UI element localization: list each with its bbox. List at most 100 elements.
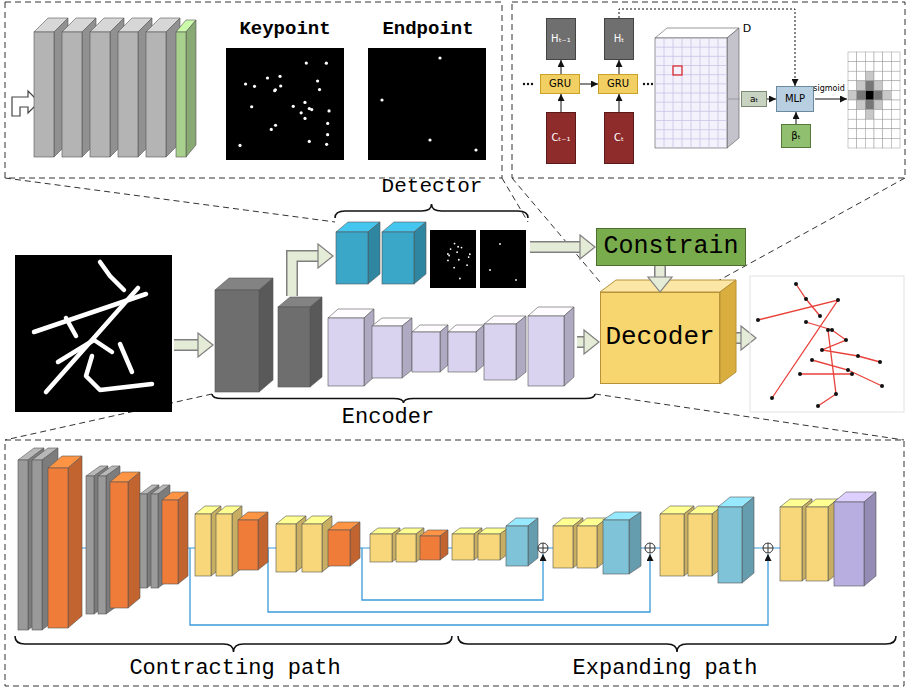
arrow-head: [318, 244, 333, 268]
image-caption: Endpoint: [382, 18, 473, 40]
block-front: [216, 514, 232, 576]
detector-branch-arrow: [292, 244, 333, 296]
map-cell: [865, 119, 874, 129]
keypoint-dot: [266, 76, 269, 79]
block-front: [151, 494, 158, 588]
block-front: [553, 526, 573, 568]
feature-grid: [655, 38, 727, 148]
arrow-body: [174, 341, 198, 350]
block-front: [688, 514, 712, 576]
zoom-line: [502, 178, 528, 222]
ellipsis-dot: [643, 83, 645, 85]
keypoint-dot: [278, 75, 281, 78]
map-cell: [874, 138, 883, 148]
block-front: [98, 476, 106, 614]
arrow-head: [584, 330, 599, 354]
block-front: [110, 482, 128, 608]
block-side: [629, 512, 641, 574]
map-cell: [874, 119, 883, 129]
grid-line: [655, 129, 727, 130]
connector-line: [619, 94, 620, 112]
backbone-block: [278, 297, 322, 387]
keypoint-dot: [279, 84, 282, 87]
keypoint-dot: [454, 243, 456, 245]
map-cell: [883, 129, 892, 139]
map-cell: [848, 81, 857, 91]
block-side: [476, 325, 484, 372]
ellipsis-dot: [651, 83, 653, 85]
arrow-body: [656, 266, 665, 277]
network-layer: [577, 518, 607, 568]
block-front: [215, 290, 259, 392]
module-label: Encoder: [342, 405, 434, 430]
trajectory-point: [804, 320, 808, 324]
unet-block: [448, 325, 484, 372]
keypoint-dot: [292, 105, 295, 108]
connector: [767, 99, 776, 100]
trajectory-point: [846, 368, 850, 372]
map-cell: [865, 138, 874, 148]
node-text: aₜ: [750, 94, 758, 104]
connector-line: [561, 94, 562, 112]
trajectory-point: [844, 338, 848, 342]
block-side: [742, 497, 754, 583]
node-text: Decoder: [605, 323, 714, 353]
map-cell: [891, 129, 900, 139]
keypoint-dot: [270, 128, 273, 131]
network-layer: [806, 499, 838, 581]
trajectory-point: [880, 384, 884, 388]
map-cell: [891, 119, 900, 129]
arrow-outline: [174, 339, 198, 351]
block-front: [577, 526, 597, 568]
handwriting-stroke: [66, 318, 76, 336]
keypoint-dot: [318, 88, 321, 91]
block-front: [62, 32, 82, 157]
block-front: [420, 536, 440, 560]
connector-line: [619, 9, 795, 86]
sum-cross: [763, 543, 773, 553]
map-cell: [857, 110, 866, 120]
map-cell: [874, 62, 883, 72]
endpoint-dot: [474, 148, 477, 151]
connector: [580, 84, 598, 85]
keypoint-dot: [274, 88, 277, 91]
handwriting-stroke: [100, 262, 124, 290]
gru-box: GRU: [598, 74, 638, 94]
grid-line: [655, 138, 727, 139]
grid-line: [655, 74, 727, 75]
node-text: βₜ: [791, 130, 800, 142]
keypoint-dot: [468, 256, 470, 258]
detector-block: [382, 222, 426, 284]
connector-line: [561, 60, 562, 74]
ellipsis-dot: [527, 83, 529, 85]
connector: [648, 266, 672, 292]
grid-line: [655, 120, 727, 121]
map-cell: [883, 52, 892, 62]
keypoint-dot: [300, 111, 303, 114]
map-cell: [874, 52, 883, 62]
block-front: [176, 32, 186, 157]
sum-node: [538, 543, 548, 553]
block-front: [372, 326, 402, 378]
plot-frame: [750, 276, 904, 412]
map-cell: [883, 62, 892, 72]
keypoint-dot: [250, 105, 253, 108]
map-cell: [857, 71, 866, 81]
trajectory-point: [850, 372, 854, 376]
block-front: [780, 507, 802, 581]
map-cell: [848, 90, 857, 100]
block-side: [402, 318, 412, 378]
decoder-side-face: [720, 280, 736, 384]
illustration: [5, 2, 905, 686]
block-front: [162, 500, 178, 584]
context-vector-box: aₜ: [741, 91, 767, 107]
node-text: GRU: [607, 78, 629, 90]
network-layer: [420, 530, 448, 560]
input-arrow: [174, 333, 213, 357]
network-layer: [718, 497, 754, 583]
output-layer: [176, 20, 196, 157]
block-front: [478, 534, 500, 560]
grid-line: [655, 83, 727, 84]
brace: [212, 394, 595, 403]
